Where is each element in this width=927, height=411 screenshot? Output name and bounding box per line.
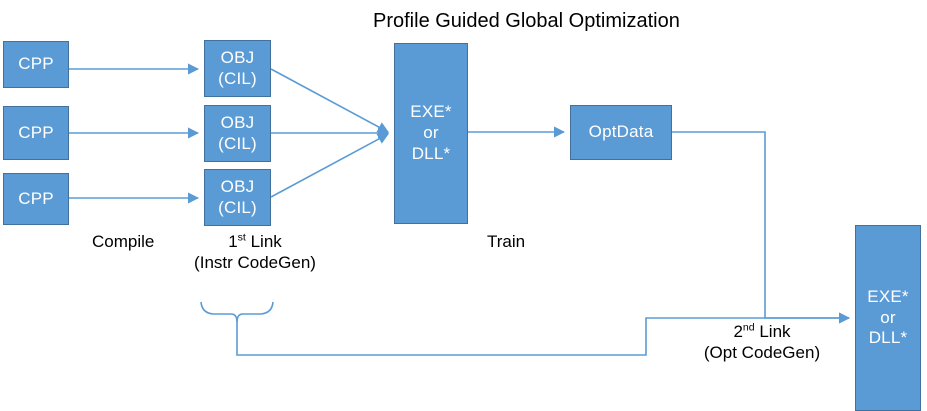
connector-obj3-exe (270, 133, 389, 198)
stage-label-second-link-word: Link (754, 322, 791, 341)
node-exe-dll-optimized-line1: EXE* (867, 286, 909, 306)
node-obj-cil-1[interactable]: OBJ (CIL) (204, 40, 271, 97)
node-cpp-3[interactable]: CPP (3, 173, 69, 225)
node-obj-cil-3-line1: OBJ (220, 176, 255, 196)
node-exe-dll-instrumented[interactable]: EXE* or DLL* (394, 43, 468, 224)
stage-label-compile-text: Compile (92, 232, 155, 251)
stage-label-train: Train (487, 231, 525, 252)
stage-label-second-link-ordinal: nd (742, 321, 755, 334)
node-cpp-1-label: CPP (18, 54, 54, 74)
stage-label-train-text: Train (487, 232, 526, 251)
node-exe-dll-optimized[interactable]: EXE* or DLL* (855, 225, 921, 411)
stage-label-first-link-word: Link (245, 232, 282, 251)
node-cpp-2-label: CPP (18, 122, 54, 142)
node-obj-cil-1-line2: (CIL) (218, 68, 257, 88)
stage-label-first-link-line1: 1st Link (194, 231, 316, 252)
node-cpp-1[interactable]: CPP (3, 41, 69, 88)
node-optdata-label: OptData (588, 122, 654, 142)
node-exe-dll-optimized-line3: DLL* (868, 328, 908, 348)
node-obj-cil-2[interactable]: OBJ (CIL) (204, 105, 271, 162)
stage-label-first-link-line2: (Instr CodeGen) (194, 253, 316, 273)
node-exe-dll-instrumented-line1: EXE* (410, 102, 452, 122)
connector-obj1-exe (270, 68, 389, 133)
node-obj-cil-1-line1: OBJ (220, 47, 255, 67)
stage-label-second-link-line2: (Opt CodeGen) (703, 343, 821, 363)
stage-label-second-link: 2nd Link (Opt CodeGen) (704, 321, 820, 364)
stage-label-compile: Compile (92, 231, 154, 252)
diagram-title: Profile Guided Global Optimization (373, 10, 680, 32)
brace-obj-group (200, 301, 274, 323)
stage-label-first-link-num: 1 (228, 232, 238, 251)
node-exe-dll-instrumented-line3: DLL* (411, 143, 451, 163)
stage-label-first-link-ordinal: st (237, 231, 246, 244)
node-cpp-3-label: CPP (18, 188, 54, 208)
node-optdata[interactable]: OptData (570, 105, 672, 160)
node-exe-dll-instrumented-line2: or (423, 123, 439, 143)
node-exe-dll-optimized-line2: or (880, 307, 896, 327)
stage-label-second-link-line1: 2nd Link (704, 321, 820, 342)
node-obj-cil-2-line2: (CIL) (218, 133, 257, 153)
node-obj-cil-2-line1: OBJ (220, 112, 255, 132)
stage-label-second-link-num: 2 (733, 322, 743, 341)
node-obj-cil-3[interactable]: OBJ (CIL) (204, 169, 271, 226)
stage-label-first-link: 1st Link (Instr CodeGen) (194, 231, 316, 274)
node-obj-cil-3-line2: (CIL) (218, 197, 257, 217)
node-cpp-2[interactable]: CPP (3, 106, 69, 160)
connector-optdata-exefinal (672, 131, 851, 324)
